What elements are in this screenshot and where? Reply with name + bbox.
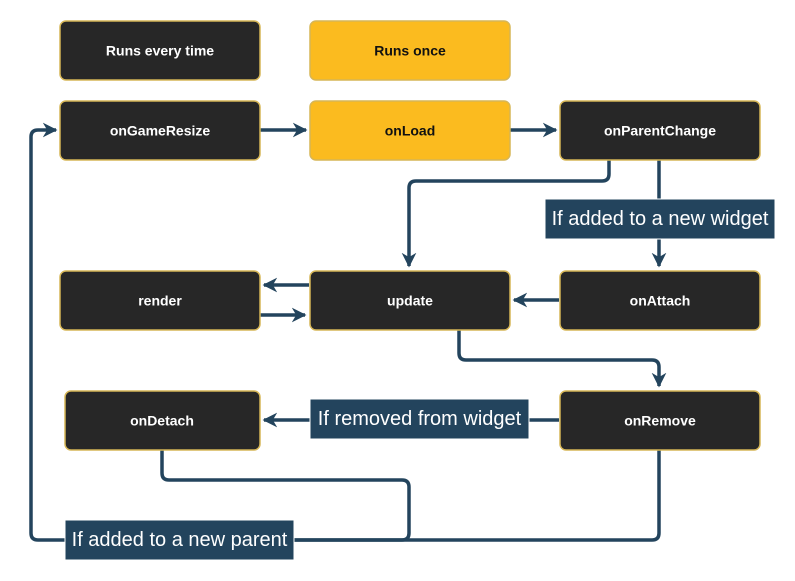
edge-ondetach-to-ongameresize [29,122,411,542]
node-update-label: update [387,293,433,309]
node-onremove: onRemove [559,390,761,451]
node-onparentchange-label: onParentChange [604,123,716,139]
edge-onremove-to-ongameresize [290,450,661,542]
node-ongameresize-label: onGameResize [110,123,211,139]
node-render: render [59,270,261,331]
node-onparentchange: onParentChange [559,100,761,161]
edge-label-added-to-new-widget: If added to a new widget [544,198,776,240]
edge-label-added-to-new-parent: If added to a new parent [64,519,295,561]
node-ondetach-label: onDetach [130,413,194,429]
edge-label-added-to-new-widget-text: If added to a new widget [552,208,769,230]
legend-runs-every-time-label: Runs every time [106,43,214,59]
node-render-label: render [138,293,182,309]
node-update: update [309,270,511,331]
edge-label-removed-from-widget: If removed from widget [309,398,530,440]
edge-label-added-to-new-parent-text: If added to a new parent [72,529,288,551]
edge-onparentchange-to-update [401,160,611,268]
edge-label-removed-from-widget-text: If removed from widget [318,408,522,430]
legend-runs-every-time: Runs every time [59,20,261,81]
edge-update-to-onremove [457,330,667,388]
node-onload-label: onLoad [385,123,436,139]
node-ondetach: onDetach [64,390,261,451]
node-onload: onLoad [309,100,511,161]
node-onremove-label: onRemove [624,413,696,429]
node-onattach: onAttach [559,270,761,331]
legend-runs-once: Runs once [309,20,511,81]
legend-runs-once-label: Runs once [374,43,446,59]
node-onattach-label: onAttach [630,293,691,309]
node-ongameresize: onGameResize [59,100,261,161]
